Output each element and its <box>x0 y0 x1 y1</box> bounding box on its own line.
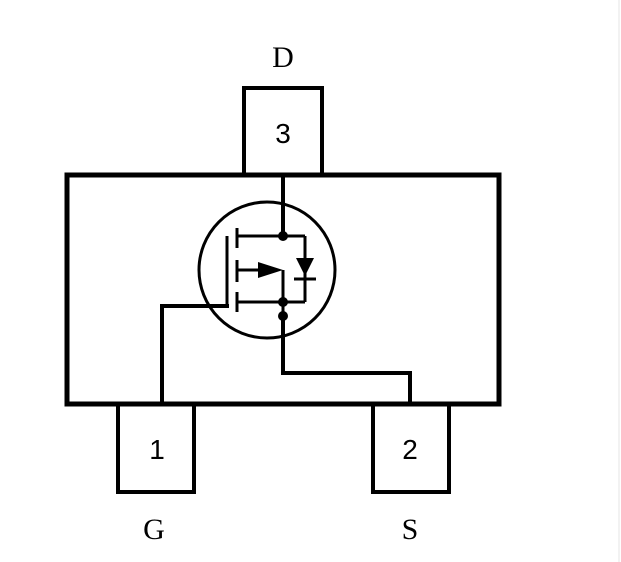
junction-dot-drain <box>278 231 288 241</box>
pin-3-number: 3 <box>275 118 291 149</box>
pin-3: 3 <box>242 86 324 178</box>
gate-wire <box>160 304 229 405</box>
pin-2-function-label: S <box>402 513 419 546</box>
mosfet-symbol <box>197 200 337 340</box>
diode-triangle-icon <box>296 258 314 276</box>
pin-2: 2 <box>371 400 451 494</box>
pin-2-number: 2 <box>402 434 418 465</box>
pin-1: 1 <box>116 400 196 494</box>
pin-1-function-label: G <box>143 513 165 546</box>
mosfet-circle <box>197 200 337 340</box>
pin-3-function-label: D <box>272 41 294 74</box>
pin-1-number: 1 <box>149 434 165 465</box>
pin-1-tab <box>116 400 196 494</box>
junction-dot-source-lower <box>278 311 288 321</box>
source-wire <box>281 314 412 405</box>
body-arrow-icon <box>258 262 283 278</box>
junction-dot-source <box>278 297 288 307</box>
